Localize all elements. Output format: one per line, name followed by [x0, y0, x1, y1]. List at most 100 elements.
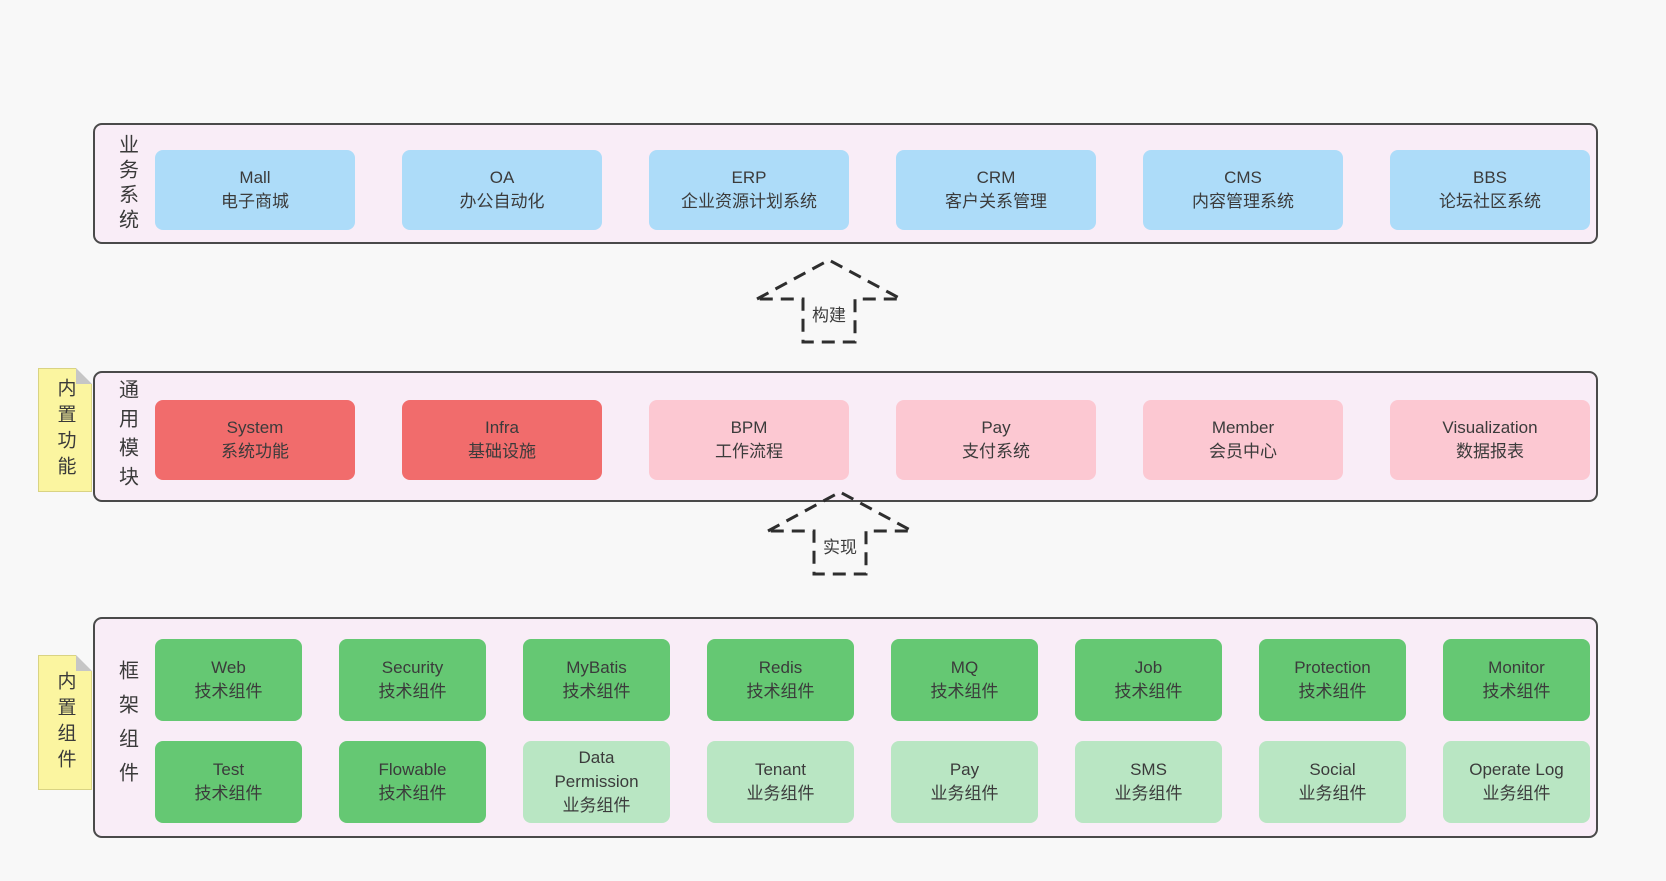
sticky-built-in-features: 内置功能 — [38, 368, 92, 492]
box-oa: OA 办公自动化 — [402, 150, 602, 230]
box-title: Visualization — [1442, 417, 1538, 437]
layer-business-systems: 业务系统 Mall 电子商城 OA 办公自动化 ERP 企业资源计划系统 CRM… — [93, 123, 1598, 244]
box-title: Job — [1134, 657, 1163, 677]
box-subtitle: 业务组件 — [1298, 784, 1367, 803]
box-title: Monitor — [1488, 657, 1545, 677]
framework-components-row-1: Web 技术组件 Security 技术组件 MyBatis 技术组件 Redi… — [155, 639, 1590, 721]
box-subtitle: 技术组件 — [1298, 682, 1367, 701]
box-subtitle: 办公自动化 — [459, 192, 545, 211]
box-social: Social 业务组件 — [1259, 741, 1406, 823]
box-title: Tenant — [754, 759, 807, 779]
layer-label-framework-components: 框架组件 — [115, 659, 138, 796]
box-title: CRM — [976, 167, 1016, 187]
box-subtitle: 电子商城 — [221, 192, 289, 211]
box-erp: ERP 企业资源计划系统 — [649, 150, 849, 230]
box-subtitle: 技术组件 — [378, 682, 447, 701]
folded-corner-icon — [76, 368, 92, 384]
box-pay-biz: Pay 业务组件 — [891, 741, 1038, 823]
build-arrow-label-bg — [807, 301, 851, 329]
box-test: Test 技术组件 — [155, 741, 302, 823]
box-subtitle: 工作流程 — [715, 442, 783, 461]
box-subtitle: 基础设施 — [468, 442, 536, 461]
box-subtitle: 数据报表 — [1456, 442, 1524, 461]
box-sms: SMS 业务组件 — [1075, 741, 1222, 823]
box-crm: CRM 客户关系管理 — [896, 150, 1096, 230]
box-title: OA — [489, 167, 515, 187]
box-subtitle: 会员中心 — [1209, 442, 1277, 461]
box-cms: CMS 内容管理系统 — [1143, 150, 1343, 230]
box-title: Data Permission — [554, 747, 639, 791]
box-subtitle: 系统功能 — [221, 442, 289, 461]
box-title: Protection — [1294, 657, 1371, 677]
box-subtitle: 技术组件 — [562, 682, 631, 701]
framework-components-row-2: Test 技术组件 Flowable 技术组件 Data Permission … — [155, 741, 1590, 823]
box-title: MQ — [950, 657, 979, 677]
layer-common-modules: 通用模块 System 系统功能 Infra 基础设施 BPM 工作流程 Pay… — [93, 371, 1598, 502]
box-title: MyBatis — [566, 657, 627, 677]
layer-framework-components: 框架组件 Web 技术组件 Security 技术组件 MyBatis 技术组件… — [93, 617, 1598, 838]
box-subtitle: 业务组件 — [930, 784, 999, 803]
box-title: Security — [381, 657, 444, 677]
box-protection: Protection 技术组件 — [1259, 639, 1406, 721]
box-subtitle: 业务组件 — [1482, 784, 1551, 803]
box-job: Job 技术组件 — [1075, 639, 1222, 721]
box-monitor: Monitor 技术组件 — [1443, 639, 1590, 721]
box-redis: Redis 技术组件 — [707, 639, 854, 721]
box-subtitle: 业务组件 — [562, 796, 631, 816]
implement-arrow-label-bg — [818, 533, 862, 561]
build-arrow: 构建 — [756, 258, 902, 344]
box-pay: Pay 支付系统 — [896, 400, 1096, 480]
box-title: Operate Log — [1469, 759, 1564, 779]
box-subtitle: 技术组件 — [1482, 682, 1551, 701]
box-bbs: BBS 论坛社区系统 — [1390, 150, 1590, 230]
box-subtitle: 支付系统 — [962, 442, 1030, 461]
box-tenant: Tenant 业务组件 — [707, 741, 854, 823]
box-subtitle: 内容管理系统 — [1192, 192, 1294, 211]
box-subtitle: 论坛社区系统 — [1439, 192, 1541, 211]
box-visualization: Visualization 数据报表 — [1390, 400, 1590, 480]
box-web: Web 技术组件 — [155, 639, 302, 721]
box-subtitle: 技术组件 — [746, 682, 815, 701]
box-title: Test — [212, 759, 245, 779]
build-arrow-outline — [756, 258, 902, 344]
box-mq: MQ 技术组件 — [891, 639, 1038, 721]
box-subtitle: 客户关系管理 — [945, 192, 1047, 211]
box-subtitle: 业务组件 — [746, 784, 815, 803]
box-title: Social — [1309, 759, 1356, 779]
business-systems-row: Mall 电子商城 OA 办公自动化 ERP 企业资源计划系统 CRM 客户关系… — [155, 150, 1590, 230]
box-data-permission: Data Permission 业务组件 — [523, 741, 670, 823]
box-title: Pay — [949, 759, 980, 779]
box-title: Mall — [239, 167, 271, 187]
box-system: System 系统功能 — [155, 400, 355, 480]
sticky-label: 内置功能 — [54, 378, 76, 482]
box-flowable: Flowable 技术组件 — [339, 741, 486, 823]
box-infra: Infra 基础设施 — [402, 400, 602, 480]
box-title: SMS — [1130, 759, 1167, 779]
box-title: Web — [211, 657, 246, 677]
box-title: Redis — [758, 657, 803, 677]
box-title: BPM — [730, 417, 768, 437]
box-title: Flowable — [378, 759, 447, 779]
implement-arrow: 实现 — [767, 490, 913, 576]
box-operate-log: Operate Log 业务组件 — [1443, 741, 1590, 823]
sticky-built-in-components: 内置组件 — [38, 655, 92, 790]
box-mybatis: MyBatis 技术组件 — [523, 639, 670, 721]
implement-arrow-label: 实现 — [823, 538, 857, 557]
box-title: Pay — [981, 417, 1011, 437]
box-subtitle: 技术组件 — [194, 682, 263, 701]
box-member: Member 会员中心 — [1143, 400, 1343, 480]
box-subtitle: 业务组件 — [1114, 784, 1183, 803]
box-title: BBS — [1472, 167, 1508, 187]
sticky-label: 内置组件 — [54, 670, 76, 775]
box-subtitle: 技术组件 — [930, 682, 999, 701]
box-security: Security 技术组件 — [339, 639, 486, 721]
folded-corner-icon — [76, 655, 92, 671]
box-title: System — [226, 417, 284, 437]
box-subtitle: 技术组件 — [1114, 682, 1183, 701]
layer-label-common-modules: 通用模块 — [115, 378, 138, 495]
box-subtitle: 技术组件 — [194, 784, 263, 803]
box-bpm: BPM 工作流程 — [649, 400, 849, 480]
common-modules-row: System 系统功能 Infra 基础设施 BPM 工作流程 Pay 支付系统… — [155, 400, 1590, 480]
box-title: CMS — [1224, 167, 1262, 187]
box-mall: Mall 电子商城 — [155, 150, 355, 230]
